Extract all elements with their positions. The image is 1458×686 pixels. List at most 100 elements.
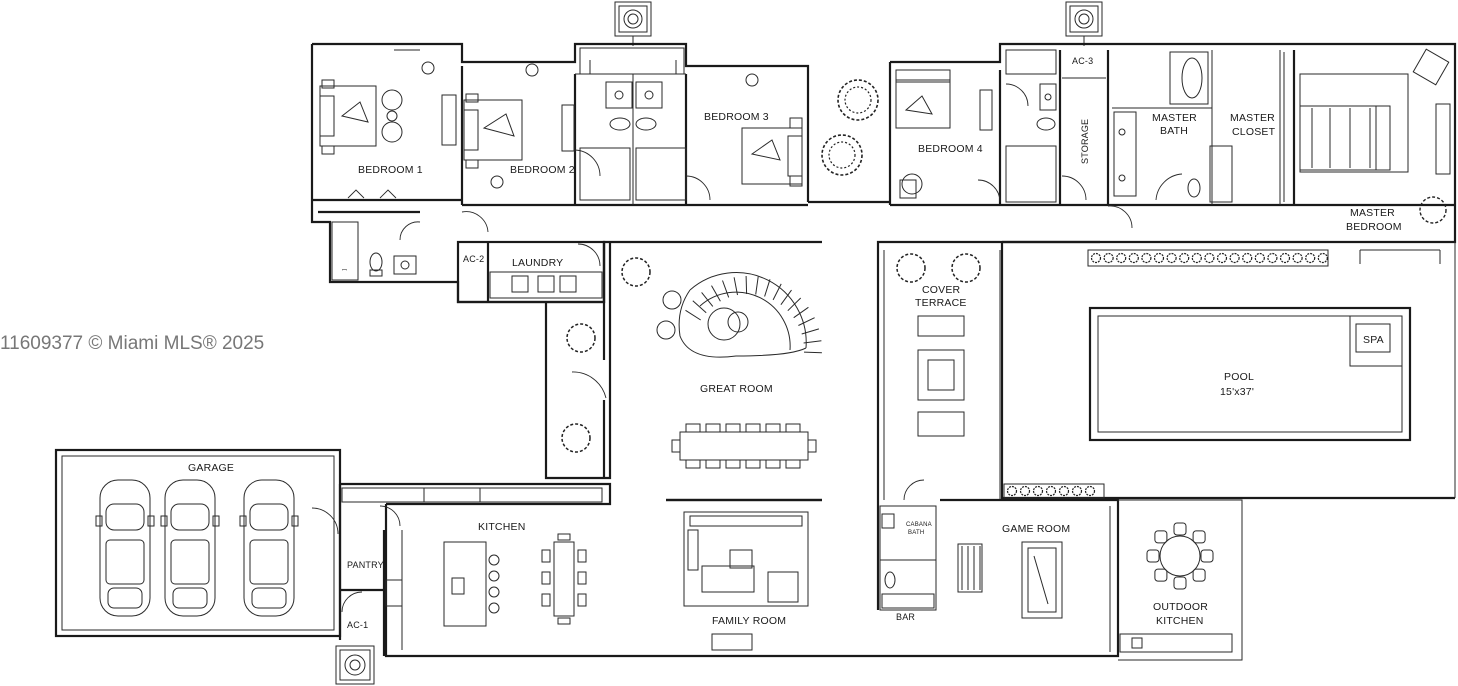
dining-table-icon xyxy=(671,423,817,469)
plant-icon xyxy=(1071,485,1083,497)
hedge-plants xyxy=(1090,252,1328,264)
room-label: 15'x37' xyxy=(1220,386,1254,398)
room-label: KITCHEN xyxy=(1156,615,1204,627)
plant-icon xyxy=(1045,485,1057,497)
toilet-icon xyxy=(1187,178,1201,198)
room-label: KITCHEN xyxy=(478,521,526,533)
plant-icon xyxy=(1191,252,1202,264)
bed-icon xyxy=(1299,73,1409,173)
covered-terrace: COVER TERRACE xyxy=(876,240,1105,501)
room-label: BATH xyxy=(1160,125,1188,137)
toilet-icon xyxy=(369,252,383,277)
plant-icon xyxy=(1254,252,1265,264)
ac-unit-icon xyxy=(1065,1,1103,46)
tree-icon xyxy=(561,423,591,453)
kitchen: KITCHEN xyxy=(341,487,603,627)
svg-text:ꟷ: ꟷ xyxy=(342,268,347,274)
plant-icon xyxy=(1279,252,1291,264)
game-room: GAME ROOM xyxy=(957,506,1111,652)
room-label: FAMILY ROOM xyxy=(712,615,786,627)
room-label: AC-2 xyxy=(463,254,484,264)
room-label: BAR xyxy=(896,612,915,622)
tree-icon xyxy=(1419,196,1447,224)
toilet-icon xyxy=(884,571,896,589)
room-label: CLOSET xyxy=(1232,126,1276,138)
tree-icon xyxy=(821,134,863,176)
plant-icon xyxy=(1317,252,1328,264)
plant-icon xyxy=(1090,252,1102,264)
watermark: 11609377 © Miami MLS® 2025 xyxy=(0,333,265,354)
room-label: BEDROOM 2 xyxy=(510,164,575,176)
master-wing-outline xyxy=(890,42,1457,244)
room-label: GARAGE xyxy=(188,462,234,474)
tree-icon xyxy=(837,79,879,121)
room-label: MASTER xyxy=(1152,112,1197,124)
plant-icon xyxy=(1166,252,1177,264)
bedroom-4: BEDROOM 4 xyxy=(895,69,1001,203)
bed-icon xyxy=(741,117,803,187)
room-label: BEDROOM 3 xyxy=(704,111,769,123)
master-closet: MASTER CLOSET xyxy=(1230,52,1285,202)
plant-icon xyxy=(1204,252,1215,264)
tree-icon xyxy=(896,253,926,283)
room-label: POOL xyxy=(1224,371,1254,383)
laundry: AC-2 LAUNDRY xyxy=(456,240,606,304)
plant-icon xyxy=(1292,252,1303,264)
room-label: MASTER xyxy=(1350,207,1395,219)
terrace-plants xyxy=(1006,485,1096,497)
plant-icon xyxy=(1153,252,1165,264)
bedroom-3: BEDROOM 3 xyxy=(685,73,803,201)
plant-icon xyxy=(1019,485,1031,497)
room-label: AC-1 xyxy=(347,620,368,630)
plant-icon xyxy=(1305,252,1316,264)
car-icon xyxy=(239,479,299,617)
room-label: BATH xyxy=(908,530,924,536)
plant-icon xyxy=(1116,252,1127,264)
plant-icon xyxy=(1179,252,1190,264)
hedge xyxy=(1087,249,1329,267)
room-label: TERRACE xyxy=(915,297,967,309)
spiral-stair-icon xyxy=(656,272,822,358)
bed-icon xyxy=(319,79,377,155)
garage-cars xyxy=(95,479,299,617)
bedroom-2: BEDROOM 2 xyxy=(461,63,601,233)
room-label: BEDROOM 1 xyxy=(358,164,423,176)
room-label: GREAT ROOM xyxy=(700,383,773,395)
tree-icon xyxy=(621,257,651,287)
bed-icon xyxy=(463,93,523,169)
toilet-icon xyxy=(1036,117,1056,131)
outdoor-kitchen: OUTDOOR KITCHEN xyxy=(1118,499,1243,661)
plant-icon xyxy=(1229,252,1240,264)
family-room: FAMILY ROOM xyxy=(683,511,809,651)
plant-icon xyxy=(1128,252,1139,264)
plant-icon xyxy=(1216,252,1228,264)
room-label: OUTDOOR xyxy=(1153,601,1208,613)
room-label: BEDROOM 4 xyxy=(918,143,983,155)
pantry: PANTRY AC-1 xyxy=(338,484,403,656)
pool-table-icon xyxy=(1021,541,1063,619)
room-label: BEDROOM xyxy=(1346,221,1402,233)
tub-icon xyxy=(1169,51,1209,105)
room-label: SPA xyxy=(1363,334,1384,346)
room-label: STORAGE xyxy=(1080,119,1090,164)
bedroom-4-bath xyxy=(1005,49,1057,203)
car-icon xyxy=(95,479,155,617)
plant-icon xyxy=(1242,252,1253,264)
room-label: MASTER xyxy=(1230,112,1275,124)
ac-unit-icon xyxy=(335,645,375,685)
courtyard xyxy=(821,79,879,176)
room-label: CABANA xyxy=(906,522,932,528)
master-bedroom: MASTER BEDROOM xyxy=(1107,48,1451,233)
plant-icon xyxy=(1141,252,1152,264)
bed-icon xyxy=(895,69,951,129)
room-label: AC-3 xyxy=(1072,56,1093,66)
tree-icon xyxy=(566,323,596,353)
plant-icon xyxy=(1058,485,1070,497)
bedroom-1: BEDROOM 1 ꟷ xyxy=(319,49,457,281)
shared-bath xyxy=(579,47,687,201)
toilet-icon xyxy=(609,117,657,131)
plant-icon xyxy=(1084,485,1096,497)
room-label: COVER xyxy=(922,284,961,296)
tree-icon xyxy=(951,253,981,283)
